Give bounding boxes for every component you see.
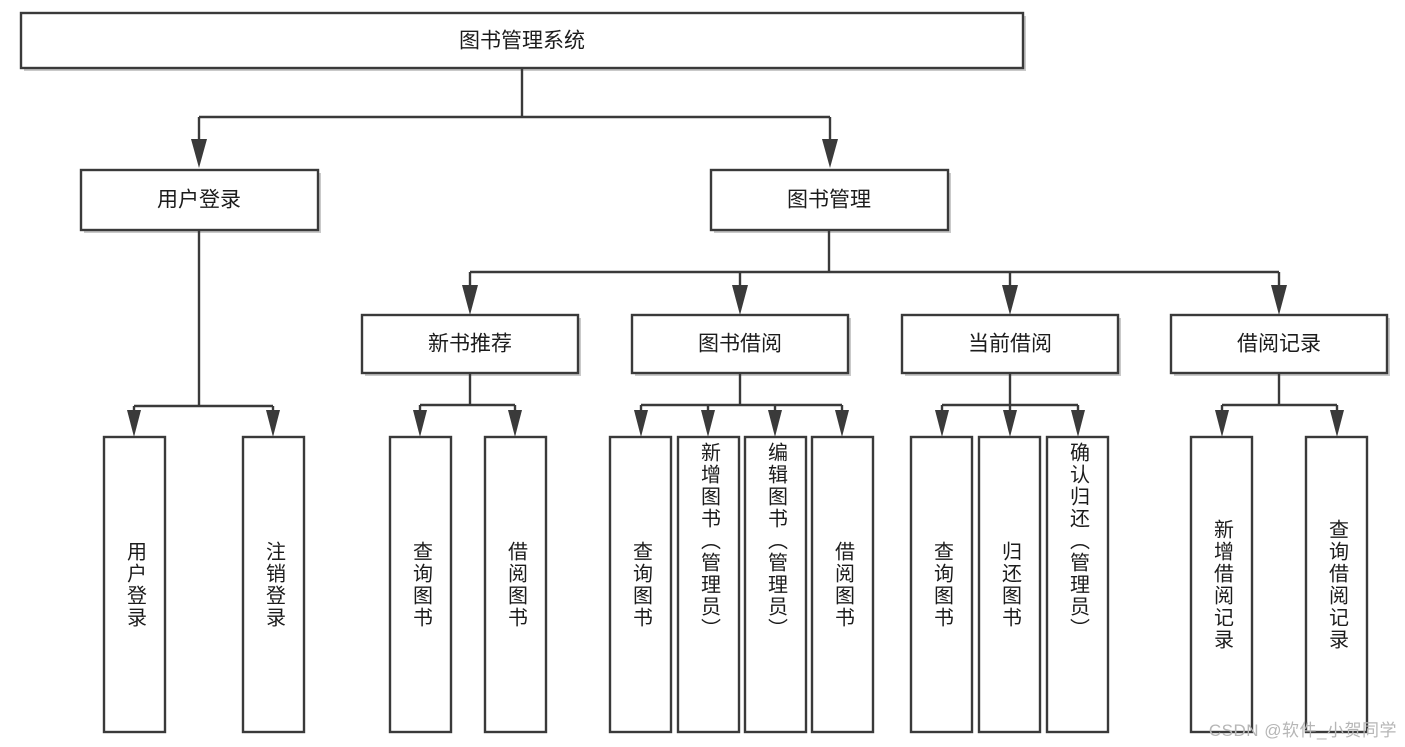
leaf-box-book-borrow-2[interactable] (743, 435, 808, 734)
arrow-head-icon (732, 285, 748, 315)
leaf-box-user-login-1[interactable] (241, 435, 306, 734)
leaf-box-borrow-record-0[interactable] (1189, 435, 1254, 734)
node-book-management[interactable]: 图书管理 (709, 168, 951, 233)
connector-user-login-to-leaves (127, 230, 280, 437)
leaf-box-current-borrow-2[interactable] (1045, 435, 1110, 734)
node-root[interactable]: 图书管理系统 (19, 11, 1026, 71)
level3-label-current-borrow: 当前借阅 (968, 333, 1052, 356)
connector-current-borrow-to-leaves (935, 373, 1085, 437)
leaf-box-current-borrow-1[interactable] (977, 435, 1042, 734)
arrow-head-icon (701, 410, 715, 437)
leaf-box-new-book-1[interactable] (483, 435, 548, 734)
arrow-head-icon (634, 410, 648, 437)
watermark-text: CSDN @软件_小贺同学 (1208, 721, 1397, 740)
leaf-box-current-borrow-0[interactable] (909, 435, 974, 734)
leaf-box-new-book-0[interactable] (388, 435, 453, 734)
arrow-head-icon (835, 410, 849, 437)
level3-label-book-borrow: 图书借阅 (698, 333, 782, 356)
arrow-head-icon (127, 410, 141, 437)
leaf-box-book-borrow-0[interactable] (608, 435, 673, 734)
leaf-box-book-borrow-3[interactable] (810, 435, 875, 734)
node-book-borrow[interactable]: 图书借阅 (630, 313, 851, 376)
node-current-borrow[interactable]: 当前借阅 (900, 313, 1121, 376)
arrow-head-icon (191, 139, 207, 168)
level3-label-new-book-recommend: 新书推荐 (428, 333, 512, 356)
connector-root-to-level2 (191, 68, 838, 168)
arrow-head-icon (1002, 285, 1018, 315)
arrow-head-icon (508, 410, 522, 437)
level2-box-user-login[interactable] (79, 168, 320, 232)
leaf-box-book-borrow-1[interactable] (676, 435, 741, 734)
connector-borrow-record-to-leaves (1215, 373, 1344, 437)
level2-label-user-login: 用户登录 (157, 189, 241, 212)
level3-box-current-borrow[interactable] (900, 313, 1120, 375)
arrow-head-icon (768, 410, 782, 437)
node-user-login[interactable]: 用户登录 (79, 168, 321, 233)
level3-label-borrow-record: 借阅记录 (1237, 333, 1321, 356)
arrow-head-icon (822, 139, 838, 168)
level3-box-new-book-recommend[interactable] (360, 313, 580, 375)
arrow-head-icon (1271, 285, 1287, 315)
level3-box-borrow-record[interactable] (1169, 313, 1389, 375)
connector-book-borrow-to-leaves (634, 373, 849, 437)
level2-label-book-management: 图书管理 (787, 189, 871, 212)
node-new-book-recommend[interactable]: 新书推荐 (360, 313, 581, 376)
connector-new-book-recommend-to-leaves (413, 373, 522, 437)
arrow-head-icon (1003, 410, 1017, 437)
connector-book-management-to-level3 (462, 230, 1287, 315)
node-borrow-record[interactable]: 借阅记录 (1169, 313, 1390, 376)
arrow-head-icon (462, 285, 478, 315)
arrow-head-icon (1071, 410, 1085, 437)
root-label: 图书管理系统 (459, 30, 585, 53)
arrow-head-icon (1330, 410, 1344, 437)
arrow-head-icon (266, 410, 280, 437)
arrow-head-icon (935, 410, 949, 437)
leaf-box-borrow-record-1[interactable] (1304, 435, 1369, 734)
root-box[interactable] (19, 11, 1025, 70)
arrow-head-icon (413, 410, 427, 437)
leaf-box-user-login-0[interactable] (102, 435, 167, 734)
arrow-head-icon (1215, 410, 1229, 437)
